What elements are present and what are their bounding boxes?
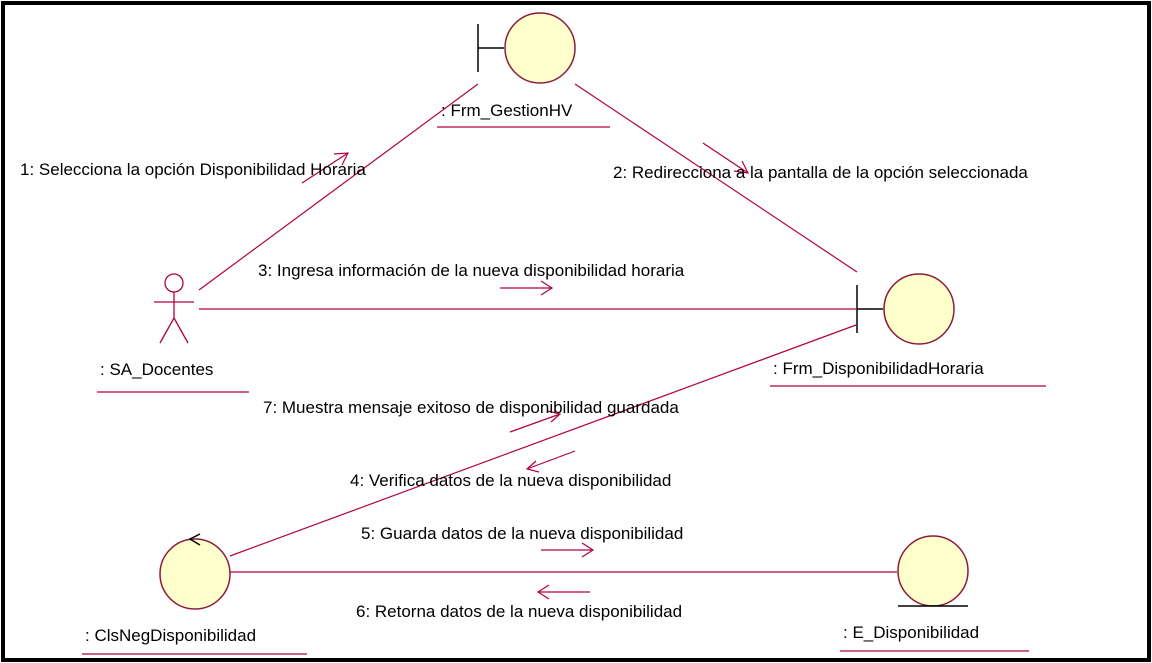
boundary-icon-frm-disponibilidad[interactable]	[856, 273, 955, 345]
message-label-1: 1: Selecciona la opción Disponibilidad H…	[20, 160, 366, 179]
object-label-frm-disponibilidad: : Frm_DisponibilidadHoraria	[773, 359, 984, 378]
object-label-e-disponibilidad: : E_Disponibilidad	[843, 623, 979, 642]
arrow-m1	[301, 152, 350, 184]
actor-icon-sa-docentes[interactable]	[154, 273, 194, 344]
object-label-cls-neg: : ClsNegDisponibilidad	[85, 626, 256, 645]
boundary-icon-frm-gestion[interactable]	[477, 12, 576, 84]
object-label-sa-docentes: : SA_Docentes	[100, 360, 213, 379]
link-disponibilidad-clsneg	[229, 324, 857, 557]
message-label-3: 3: Ingresa información de la nueva dispo…	[258, 261, 685, 280]
arrow-m3	[500, 280, 554, 296]
arrow-m5	[541, 542, 595, 558]
arrow-m7	[509, 410, 562, 433]
message-label-7: 7: Muestra mensaje exitoso de disponibil…	[263, 398, 679, 417]
entity-icon-e-disponibilidad[interactable]	[897, 535, 969, 607]
link-gestion-disponibilidad	[574, 83, 858, 273]
message-label-4: 4: Verifica datos de la nueva disponibil…	[350, 471, 671, 490]
message-label-2: 2: Redirecciona a la pantalla de la opci…	[613, 163, 1028, 182]
object-label-frm-gestion: : Frm_GestionHV	[441, 101, 573, 120]
message-arrows	[301, 142, 750, 600]
links	[198, 83, 897, 573]
message-label-5: 5: Guarda datos de la nueva disponibilid…	[361, 524, 683, 543]
arrow-m2	[702, 142, 750, 174]
arrow-m4	[525, 450, 576, 473]
arrow-m6	[536, 584, 590, 600]
control-icon-cls-neg[interactable]	[159, 533, 231, 610]
link-actor-gestion	[198, 83, 479, 291]
message-label-6: 6: Retorna datos de la nueva disponibili…	[356, 602, 682, 621]
